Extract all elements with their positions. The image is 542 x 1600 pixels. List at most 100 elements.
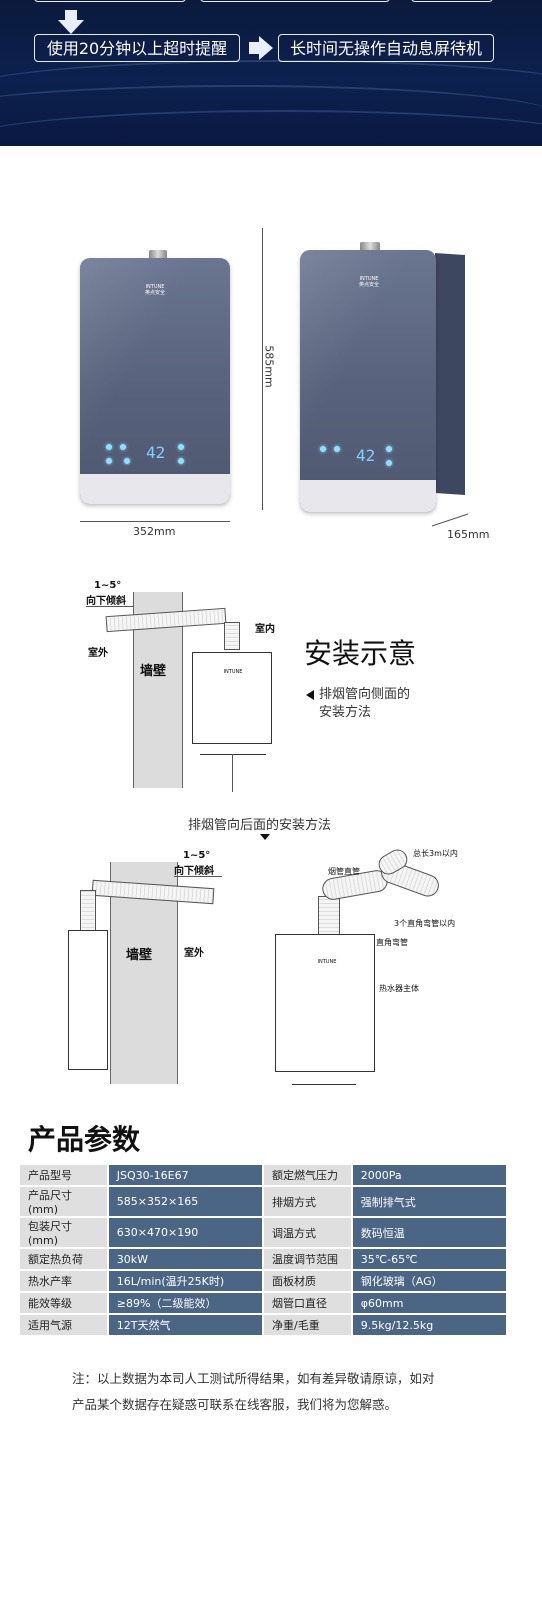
heater-body-label: 热水器主体	[379, 984, 419, 993]
brand-logo: INTUNE	[317, 959, 337, 965]
triangle-down-icon	[260, 834, 270, 840]
install-side-subtitle: 排烟管向侧面的 安装方法	[319, 686, 410, 722]
param-value: 30kW	[108, 1249, 262, 1269]
param-label: 适用气源	[20, 1315, 107, 1335]
wall-label: 墙壁	[126, 948, 153, 963]
wall-label: 墙壁	[140, 664, 167, 679]
subtitle-line: 排烟管向侧面的	[319, 687, 411, 702]
indicator-icon	[320, 446, 326, 452]
temperature-display: 42	[356, 446, 376, 465]
slope-reference-line	[174, 876, 222, 877]
width-label: 352mm	[133, 525, 176, 538]
param-label: 包装尺寸(mm)	[20, 1218, 107, 1247]
params-title: 产品参数	[28, 1123, 141, 1156]
indicator-icon	[120, 444, 126, 450]
disclaimer-note: 注：以上数据为本司人工测试所得结果，如有差异敬请原谅，如对 产品某个数据存在疑惑…	[72, 1366, 472, 1418]
indicator-icon	[106, 444, 112, 450]
param-label: 烟管口直径	[263, 1293, 351, 1313]
param-value: ≥89%（二级能效）	[108, 1293, 262, 1313]
param-value: 16L/min(温升25K时)	[108, 1271, 262, 1291]
param-value: JSQ30-16E67	[108, 1165, 262, 1185]
touch-button	[178, 458, 184, 464]
touch-button	[386, 446, 392, 452]
timeout-reminder-label: 使用20分钟以上超时提醒	[34, 34, 240, 62]
indoor-label: 室内	[255, 624, 275, 635]
param-value: 钢化玻璃（AG）	[352, 1271, 506, 1291]
heater-side-panel	[435, 252, 465, 496]
wave-decoration	[0, 60, 542, 122]
indicator-icon	[124, 458, 130, 464]
touch-button	[386, 460, 392, 466]
width-dimension-line	[80, 521, 230, 522]
param-value: 630×470×190	[108, 1218, 262, 1247]
triangle-left-icon	[306, 690, 314, 700]
param-value: 585×352×165	[108, 1187, 262, 1216]
feature-pill-cropped	[34, 0, 186, 2]
slope-angle-label: 1~5°	[183, 850, 211, 861]
elbow-count-label: 3个直角弯管以内	[394, 919, 456, 928]
feature-pill-cropped	[200, 0, 390, 2]
gas-line	[232, 754, 233, 792]
slope-text-label: 向下倾斜	[174, 866, 214, 877]
subtitle-line: 安装方法	[319, 705, 372, 720]
param-label: 热水产率	[20, 1271, 107, 1291]
param-label: 额定热负荷	[20, 1249, 107, 1269]
flue-pipe-elbow	[224, 622, 240, 650]
param-label: 排烟方式	[263, 1187, 351, 1216]
arrow-right-icon	[249, 36, 273, 60]
auto-standby-label: 长时间无操作自动息屏待机	[278, 34, 494, 62]
heater-pipes	[200, 744, 266, 755]
wave-decoration	[0, 110, 542, 146]
temperature-display: 42	[146, 443, 166, 462]
slope-angle-label: 1~5°	[94, 580, 122, 591]
param-label: 调温方式	[263, 1218, 351, 1247]
bottom-panel	[80, 474, 230, 504]
param-value: 9.5kg/12.5kg	[352, 1315, 506, 1335]
height-dimension-line	[262, 228, 263, 510]
elbow-label: 直角弯管	[376, 938, 408, 947]
param-value: 数码恒温	[352, 1218, 506, 1247]
arrow-down-icon	[58, 10, 84, 34]
touch-button	[178, 444, 184, 450]
wave-decoration	[0, 85, 542, 146]
param-value: 12T天然气	[108, 1315, 262, 1335]
param-label: 额定燃气压力	[263, 1165, 351, 1185]
depth-label: 165mm	[447, 528, 490, 541]
glass-sheen	[300, 250, 436, 512]
param-value: 35℃-65℃	[352, 1249, 506, 1269]
heater-unit-diagram: INTUNE	[275, 934, 375, 1072]
note-line: 产品某个数据存在疑惑可联系在线客服，我们将为您解惑。	[72, 1397, 398, 1412]
param-label: 温度调节范围	[263, 1249, 351, 1269]
param-label: 产品型号	[20, 1165, 107, 1185]
heater-pipes	[292, 1072, 356, 1085]
param-value: 2000Pa	[352, 1165, 506, 1185]
indicator-icon	[334, 446, 340, 452]
flue-pipe-elbow	[80, 890, 96, 932]
heater-side-diagram	[68, 930, 108, 1070]
heater-unit-diagram: INTUNE	[192, 652, 272, 744]
param-value: φ60mm	[352, 1293, 506, 1313]
slope-reference-line	[86, 606, 134, 607]
indicator-icon	[106, 458, 112, 464]
param-label: 面板材质	[263, 1271, 351, 1291]
slope-text-label: 向下倾斜	[86, 596, 126, 607]
flue-straight-label: 烟管直管	[328, 867, 360, 876]
outdoor-label: 室外	[184, 948, 204, 959]
outdoor-label: 室外	[88, 648, 108, 659]
back-install-title: 排烟管向后面的安装方法	[188, 818, 332, 833]
param-label: 能效等级	[20, 1293, 107, 1313]
param-label: 净重/毛重	[263, 1315, 351, 1335]
brand-logo: INTUNE	[223, 669, 243, 675]
